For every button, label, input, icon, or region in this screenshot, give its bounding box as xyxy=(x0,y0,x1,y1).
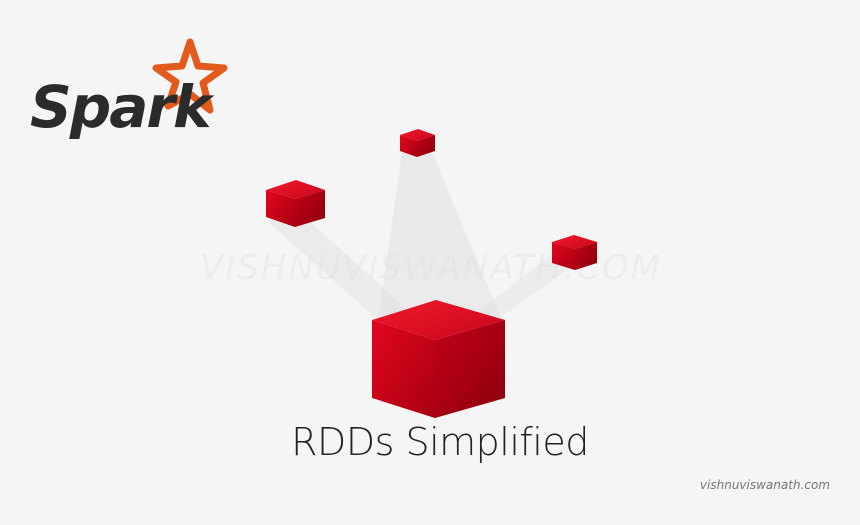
beam-top xyxy=(378,152,502,320)
spark-logo-text: Spark xyxy=(30,73,212,141)
footer-credit: vishnuviswanath.com xyxy=(699,478,830,492)
spark-logo: Spark xyxy=(28,38,233,148)
beam-right xyxy=(470,252,578,318)
small-cube-top xyxy=(400,129,435,157)
star-icon xyxy=(152,38,228,114)
small-cube-right xyxy=(552,235,597,270)
small-cube-left xyxy=(266,180,325,227)
page-title: RDDs Simplified xyxy=(291,420,589,464)
large-cube xyxy=(372,300,505,418)
